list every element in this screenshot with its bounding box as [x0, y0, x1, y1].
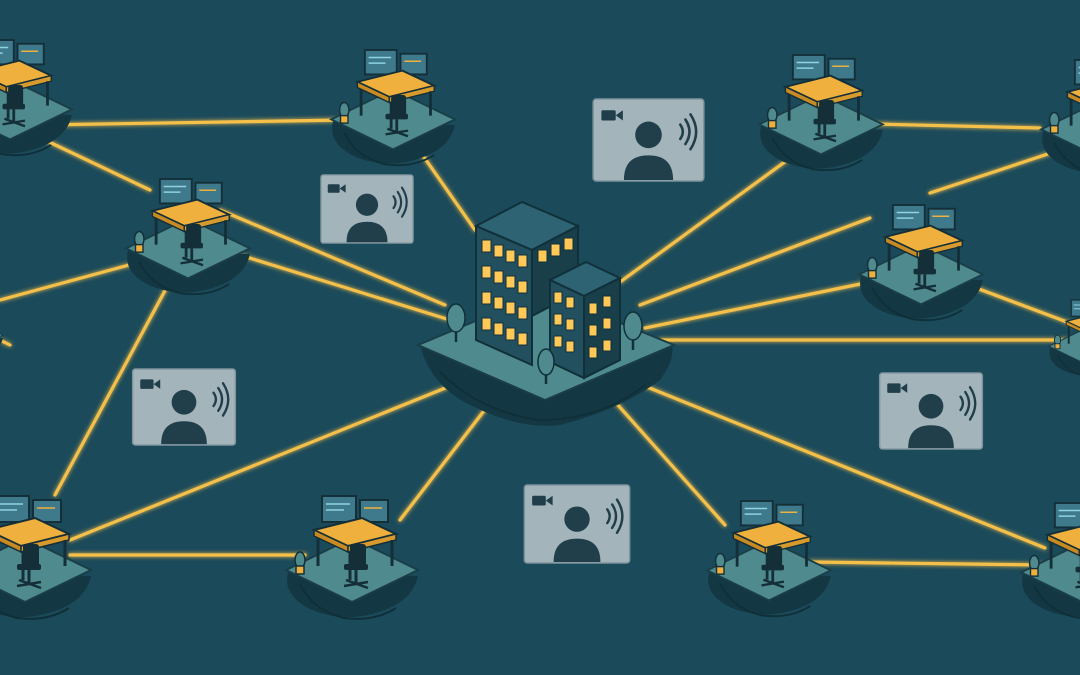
office-building-icon [415, 200, 677, 426]
video-call-card-icon [523, 484, 631, 564]
network-links [0, 118, 1077, 567]
video-call-card-icon [319, 174, 415, 244]
video-call-card-icon [131, 368, 237, 446]
video-call-card-icon [591, 98, 706, 182]
video-call-card-icon [878, 372, 984, 450]
